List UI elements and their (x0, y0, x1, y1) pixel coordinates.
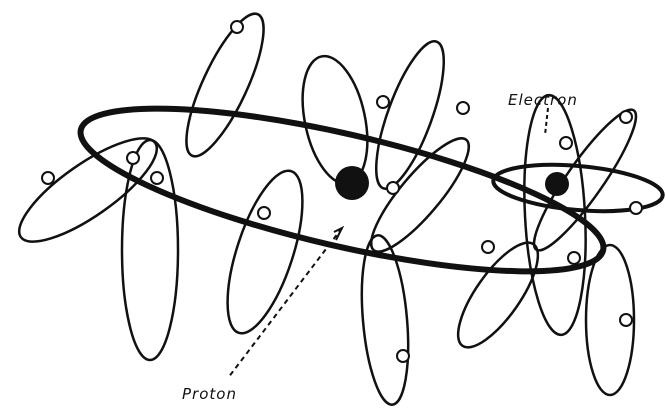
orbit-left-vertical (122, 140, 178, 360)
particle (231, 21, 243, 33)
orbit-top-left (172, 5, 278, 165)
electron-label: Electron (508, 91, 578, 109)
orbit-center-upper (292, 50, 378, 190)
proton-leader-line (228, 228, 342, 378)
particle (482, 241, 494, 253)
particle (568, 252, 580, 264)
particle (630, 202, 642, 214)
proton-label: Proton (182, 385, 237, 403)
particle (620, 111, 632, 123)
particle (620, 314, 632, 326)
particle (127, 152, 139, 164)
central-nucleus (335, 166, 369, 200)
particle (151, 172, 163, 184)
particle (258, 207, 270, 219)
electron-leader-line (545, 108, 548, 135)
particle (457, 102, 469, 114)
orbit-center-top (363, 34, 458, 196)
electron-nucleus (545, 172, 569, 196)
particle (377, 96, 389, 108)
particle (397, 350, 409, 362)
particle (42, 172, 54, 184)
particle (560, 137, 572, 149)
particle (387, 182, 399, 194)
orbit-left-center (212, 163, 318, 342)
